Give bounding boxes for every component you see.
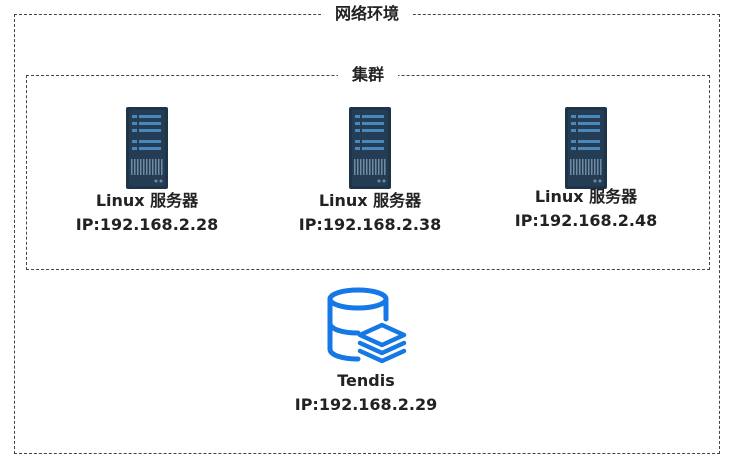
database-stack-icon xyxy=(327,287,407,364)
cluster-frame: 集群 xyxy=(26,65,710,270)
server-label: Linux 服务器 xyxy=(95,191,199,210)
server-ip: IP:192.168.2.38 xyxy=(298,215,442,234)
server-rack-icon xyxy=(565,107,607,189)
network-environment-title: 网络环境 xyxy=(320,4,414,24)
server-ip: IP:192.168.2.48 xyxy=(514,211,658,230)
database-ip: IP:192.168.2.29 xyxy=(294,395,438,414)
server-label: Linux 服务器 xyxy=(534,187,638,206)
cluster-title: 集群 xyxy=(337,65,399,85)
server-node-3: Linux 服务器 IP:192.168.2.48 xyxy=(496,107,676,233)
server-rack-icon xyxy=(349,107,391,189)
server-node-1: Linux 服务器 IP:192.168.2.28 xyxy=(57,107,237,237)
network-environment-frame: 网络环境 xyxy=(14,4,720,454)
database-name: Tendis xyxy=(337,371,395,390)
server-node-2: Linux 服务器 IP:192.168.2.38 xyxy=(280,107,460,237)
tendis-node: Tendis IP:192.168.2.29 xyxy=(266,285,466,417)
server-label: Linux 服务器 xyxy=(318,191,422,210)
server-rack-icon xyxy=(126,107,168,189)
server-ip: IP:192.168.2.28 xyxy=(75,215,219,234)
